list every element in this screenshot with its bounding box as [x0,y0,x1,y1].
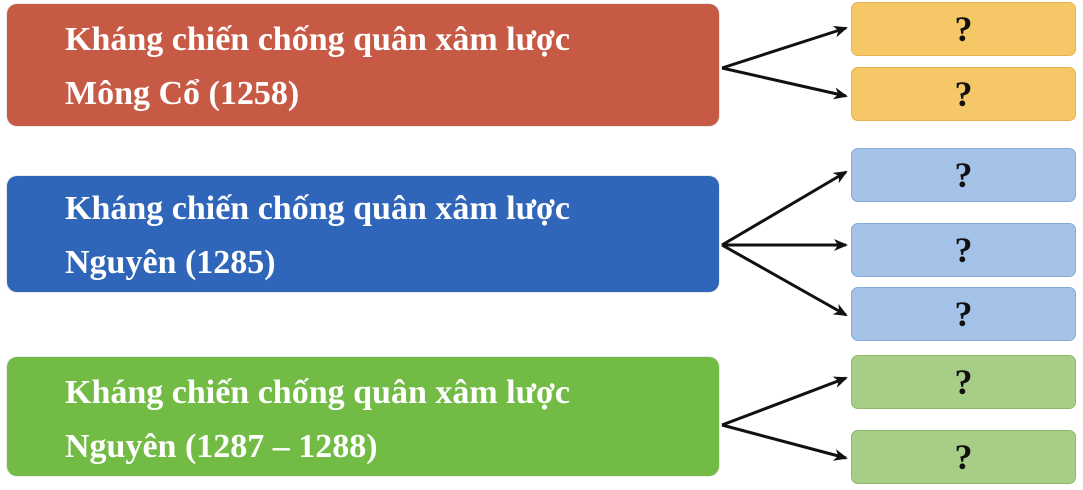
box-title-line2: Nguyên (1287 – 1288) [65,428,378,465]
arrow-3a [721,376,848,427]
box-title-line2: Nguyên (1285) [65,244,276,281]
answer-box-2a[interactable]: ? [851,148,1076,202]
arrow-2c [721,243,848,317]
mongol-1258-box: Kháng chiến chống quân xâm lược Mông Cổ … [7,4,719,126]
answer-box-1a[interactable]: ? [851,2,1076,56]
answer-box-1b[interactable]: ? [851,67,1076,121]
arrow-2a [721,170,848,247]
answer-box-3a[interactable]: ? [851,355,1076,409]
box-title-line1: Kháng chiến chống quân xâm lược [65,190,570,227]
yuan-1287-1288-box: Kháng chiến chống quân xâm lược Nguyên (… [7,357,719,476]
arrow-1b [721,66,848,100]
arrow-1a [721,25,848,70]
box-title-line1: Kháng chiến chống quân xâm lược [65,374,570,411]
answer-box-2c[interactable]: ? [851,287,1076,341]
yuan-1285-box: Kháng chiến chống quân xâm lược Nguyên (… [7,176,719,292]
answer-box-3b[interactable]: ? [851,430,1076,484]
box-title-line2: Mông Cổ (1258) [65,75,300,112]
answer-box-2b[interactable]: ? [851,223,1076,277]
arrow-3b [721,423,848,461]
box-title-line1: Kháng chiến chống quân xâm lược [65,21,570,58]
